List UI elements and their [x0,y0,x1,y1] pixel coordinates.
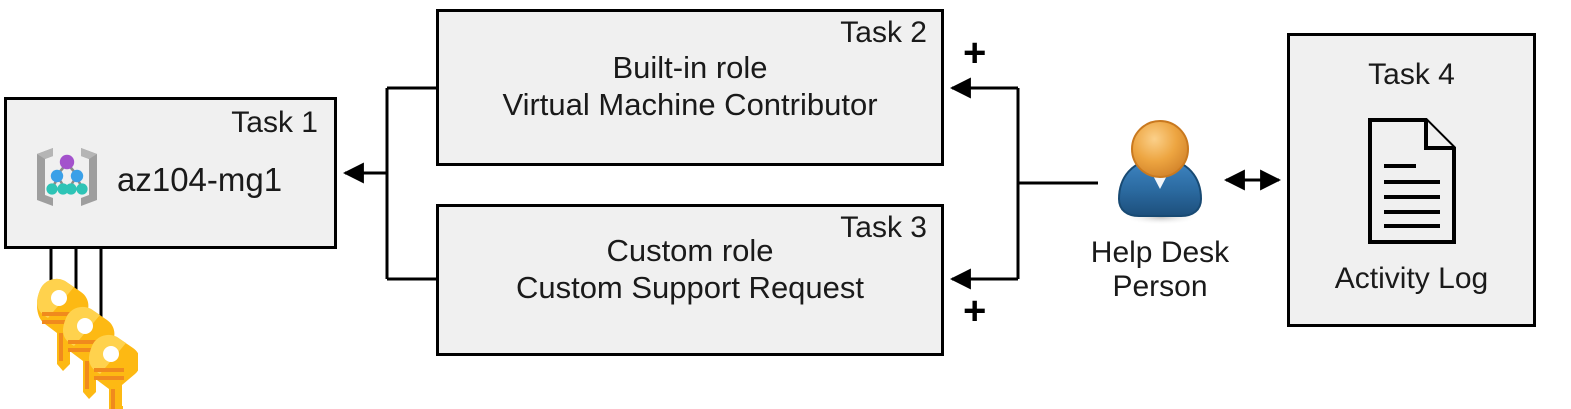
key-icon-2 [63,306,115,399]
connector-roles-to-task1 [342,86,436,281]
task-2-corner-label: Task 2 [840,16,927,49]
connector-person-to-roles [949,77,1098,290]
plus-operator-bottom: + [963,289,987,333]
key-icon-1 [37,278,89,371]
person-label-line-1: Help Desk [1090,236,1230,269]
document-icon [1364,116,1460,251]
help-desk-person: Help Desk Person [1090,117,1230,303]
key-icon-3 [89,334,141,409]
task-4-corner-label: Task 4 [1368,58,1455,91]
person-label-line-2: Person [1112,269,1208,303]
task-3-line-1: Custom role [606,233,774,268]
task-1-corner-label: Task 1 [231,106,318,139]
help-desk-person-label: Help Desk Person [1090,236,1230,303]
task-3-line-2: Custom Support Request [515,269,865,305]
task-1-content: az104-mg1 [31,142,282,217]
task-3-corner-label: Task 3 [840,211,927,244]
task-3-text: Custom role Custom Support Request [439,233,941,306]
task-4-caption: Activity Log [1334,262,1489,295]
management-group-icon [31,142,103,217]
key-icons-group [18,272,141,409]
task-1-box[interactable]: Task 1 [4,97,337,249]
task-1-resource-name: az104-mg1 [117,160,283,198]
user-person-icon [1105,120,1215,233]
task-2-box[interactable]: Task 2 Built-in role Virtual Machine Con… [436,9,944,166]
task-2-text: Built-in role Virtual Machine Contributo… [439,50,941,123]
plus-operator-top: + [963,31,987,75]
task-4-box[interactable]: Task 4 Activity Log [1287,33,1536,327]
task-3-box[interactable]: Task 3 Custom role Custom Support Reques… [436,204,944,356]
task-2-line-1: Built-in role [612,50,768,85]
task-2-line-2: Virtual Machine Contributor [502,86,878,122]
